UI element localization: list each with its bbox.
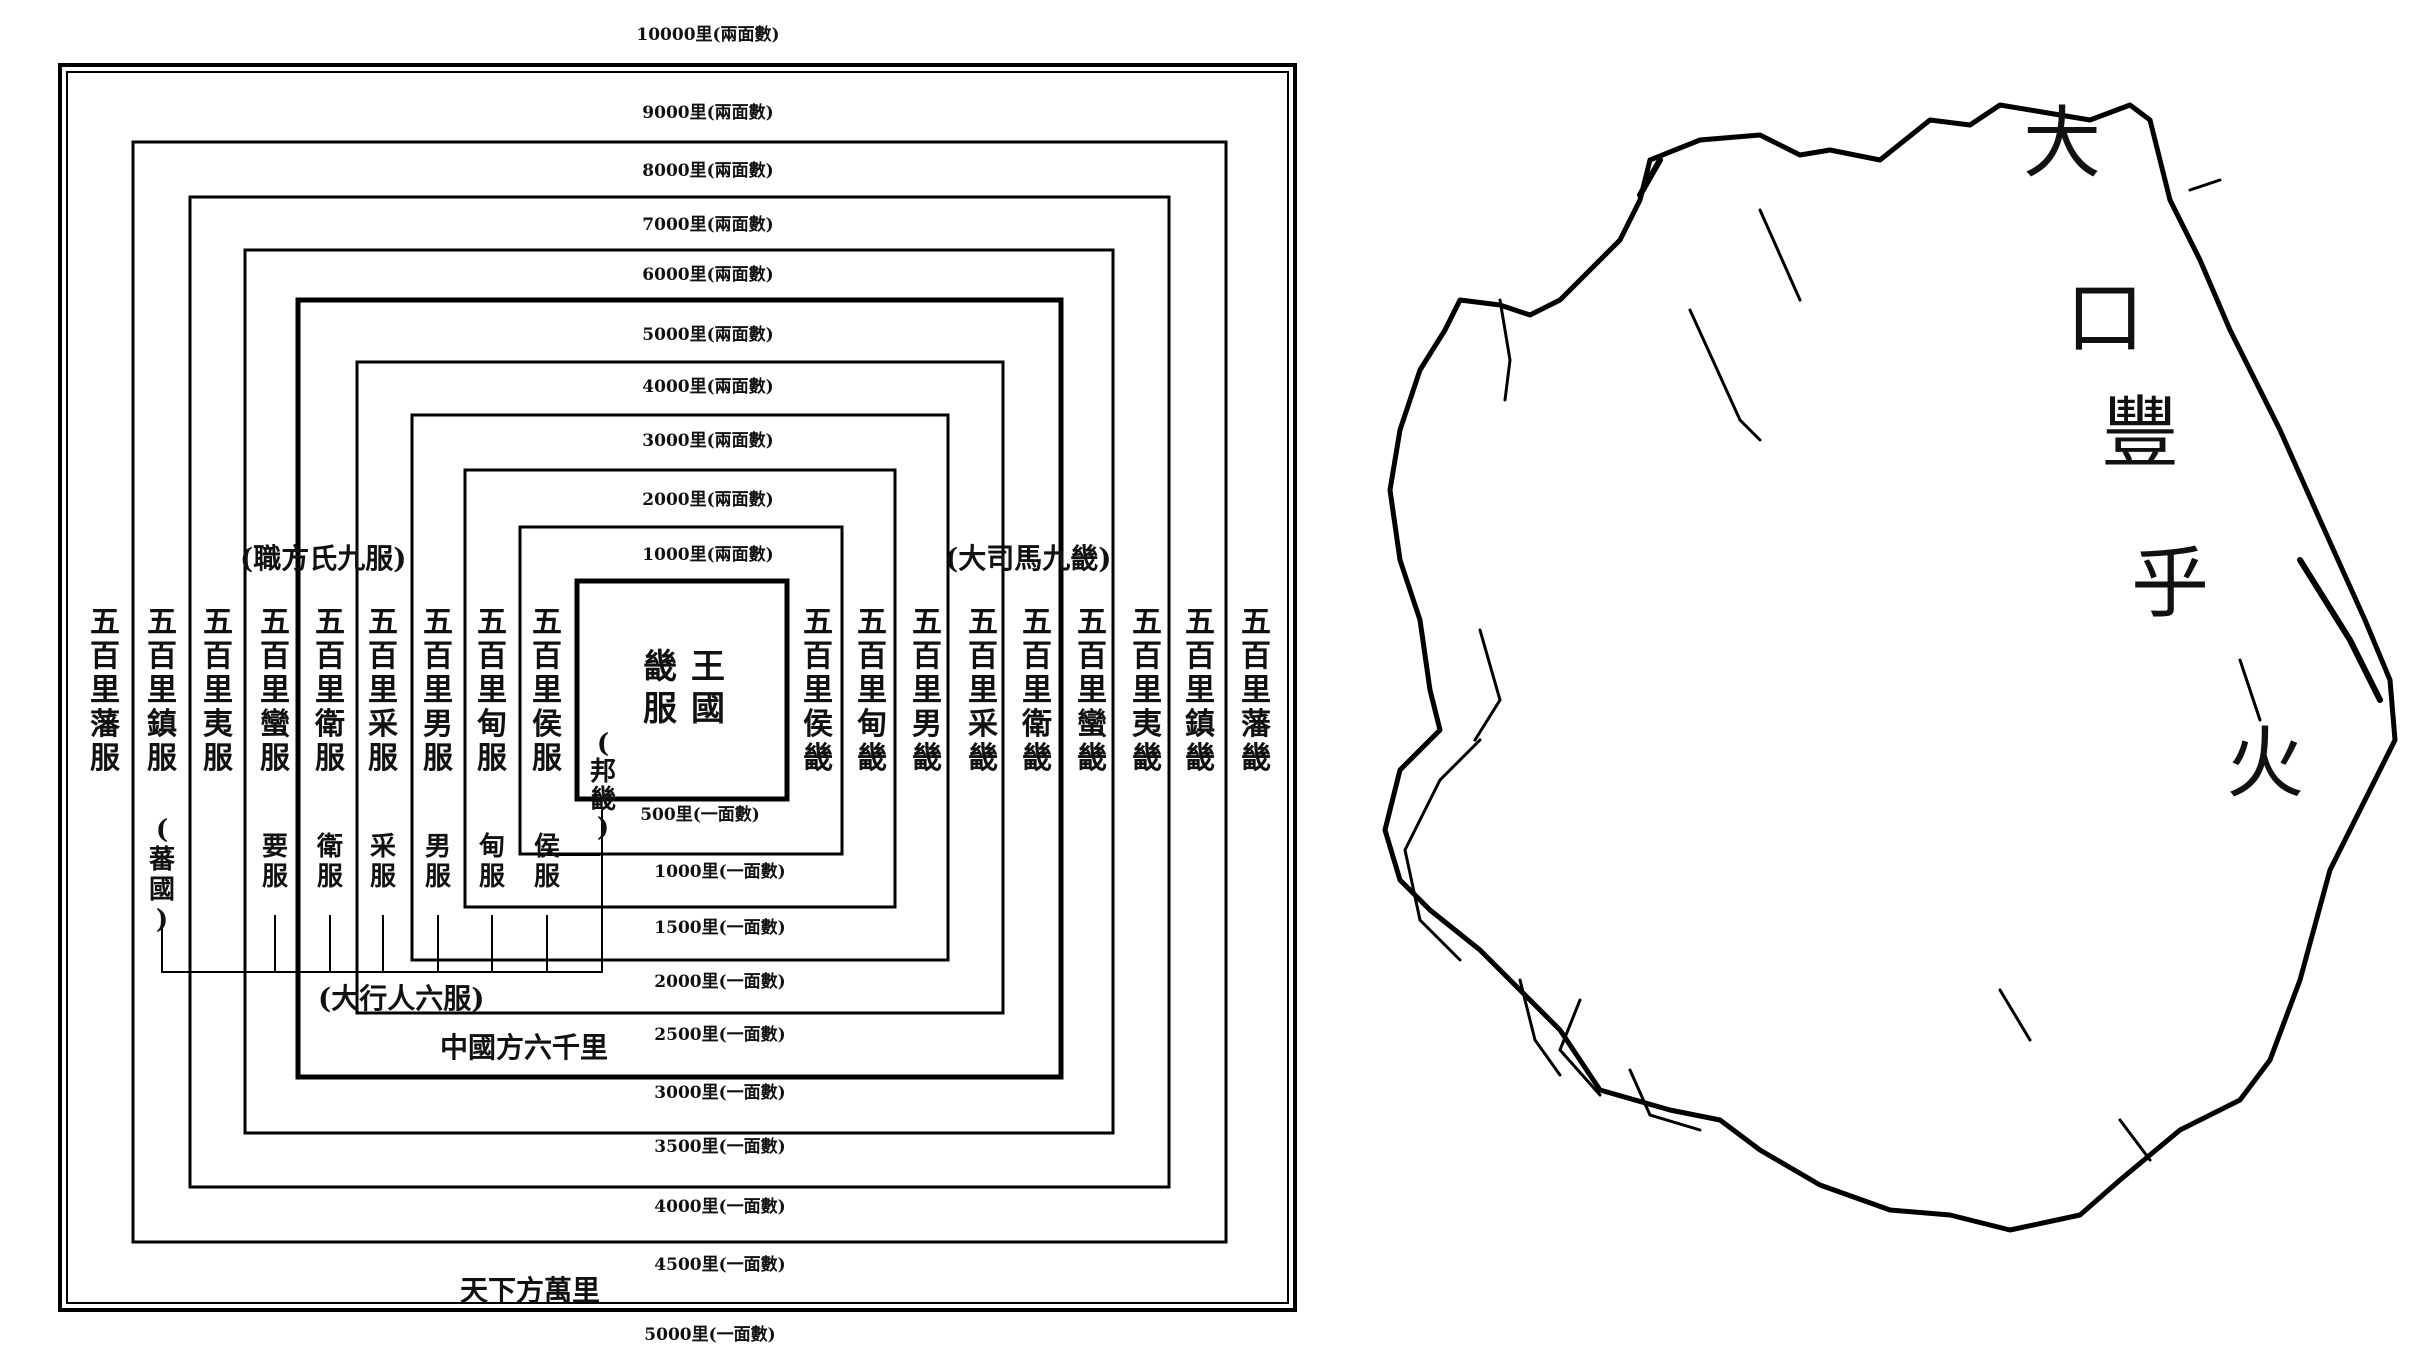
- bottom-distance-label: 4000里(一面數): [654, 1196, 785, 1217]
- six-service-label: (蕃國): [149, 815, 176, 935]
- top-distance-label: 7000里(兩面數): [642, 214, 773, 235]
- left-zone-column: 五百里鎮服: [147, 605, 178, 776]
- zone-square-4000: [410, 413, 950, 962]
- left-zone-columns: 五百里藩服五百里鎮服五百里夷服五百里蠻服五百里衛服五百里采服五百里男服五百里甸服…: [90, 605, 563, 776]
- zone-square-7000: [243, 248, 1115, 1135]
- caption-daxingren: (大行人六服): [318, 982, 485, 1015]
- left-zone-column: 五百里蠻服: [260, 605, 291, 776]
- top-distance-label: 9000里(兩面數): [642, 102, 773, 123]
- inscription-char: 豐: [2101, 389, 2179, 479]
- right-zone-column: 五百里鎮畿: [1185, 605, 1215, 776]
- left-zone-column: 五百里藩服: [90, 605, 121, 776]
- right-zone-column: 五百里男畿: [912, 605, 942, 776]
- six-service-label: 衛服: [316, 832, 344, 892]
- right-zone-column: 五百里采畿: [968, 605, 998, 776]
- core-label-wangguo: 王國: [691, 647, 725, 729]
- bottom-distance-label: 2000里(一面數): [654, 971, 785, 992]
- bangji-text: (邦畿): [590, 729, 616, 843]
- fragment-cracks: [1403, 157, 2383, 1162]
- six-service-label: 男服: [425, 832, 452, 892]
- top-distance-labels: 10000里(兩面數) 9000里(兩面數) 8000里(兩面數) 7000里(兩面數…: [636, 24, 779, 565]
- bottom-distance-label: 3500里(一面數): [654, 1136, 785, 1157]
- top-distance-label: 10000里(兩面數): [636, 24, 779, 45]
- inscription-char: 火: [2226, 719, 2304, 809]
- top-distance-label: 1000里(兩面數): [642, 544, 773, 565]
- zone-square-9000: [131, 140, 1228, 1244]
- outer-frame-inner: [66, 71, 1289, 1304]
- left-zone-column: 五百里甸服: [477, 605, 508, 776]
- bottom-distance-label: 4500里(一面數): [654, 1254, 785, 1275]
- top-distance-label: 2000里(兩面數): [642, 489, 773, 510]
- right-zone-column: 五百里藩畿: [1241, 605, 1272, 776]
- six-service-label: 甸服: [479, 831, 506, 892]
- zone-square-6000: [295, 297, 1064, 1080]
- core-label-jifu: 畿服: [643, 647, 677, 729]
- right-zone-column: 五百里侯畿: [803, 605, 833, 776]
- inscription-char: 乎: [2131, 539, 2209, 629]
- bottom-distance-labels: 500里(一面數) 1000里(一面數) 1500里(一面數) 2000里(一面數) 2…: [640, 804, 785, 1345]
- left-zone-column: 五百里夷服: [203, 605, 234, 776]
- six-service-connectors: [161, 810, 603, 973]
- zone-squares: [131, 140, 1228, 1244]
- center-core: 王國 畿服: [643, 647, 725, 729]
- left-zone-column: 五百里侯服: [532, 605, 563, 776]
- top-distance-label: 4000里(兩面數): [642, 376, 773, 397]
- bottom-distance-label: 3000里(一面數): [654, 1082, 785, 1103]
- top-distance-label: 5000里(兩面數): [642, 324, 773, 345]
- zone-square-3000: [463, 468, 897, 909]
- right-zone-column: 五百里蠻畿: [1077, 605, 1107, 776]
- captions: (職方氏九服) (大司馬九畿) (大行人六服) 中國方六千里 天下方萬里: [240, 542, 1112, 1307]
- six-service-label: 要服: [262, 832, 289, 892]
- left-zone-column: 五百里衛服: [314, 605, 346, 776]
- right-zone-column: 五百里甸畿: [857, 605, 887, 776]
- nine-zone-diagram: 10000里(兩面數) 9000里(兩面數) 8000里(兩面數) 7000里(兩面數…: [58, 24, 1297, 1345]
- left-zone-column: 五百里采服: [368, 605, 399, 776]
- bottom-distance-label: 500里(一面數): [640, 804, 760, 825]
- right-zone-columns: 五百里侯畿五百里甸畿五百里男畿五百里采畿五百里衛畿五百里蠻畿五百里夷畿五百里鎮畿…: [803, 605, 1272, 776]
- inscription-char: 大: [2023, 99, 2101, 189]
- caption-dasima: (大司馬九畿): [945, 542, 1112, 575]
- caption-zhifang: (職方氏九服): [240, 542, 407, 575]
- inscription-char: 口: [2066, 274, 2144, 364]
- zone-square-5000: [355, 360, 1005, 1015]
- outer-frame: [58, 63, 1297, 1312]
- left-zone-column: 五百里男服: [423, 605, 454, 776]
- bottom-distance-label: 2500里(一面數): [654, 1024, 785, 1045]
- top-distance-label: 6000里(兩面數): [642, 264, 773, 285]
- top-distance-label: 8000里(兩面數): [642, 160, 773, 181]
- six-service-label: 采服: [370, 832, 397, 892]
- fragment-outline: [1382, 102, 2398, 1233]
- right-zone-column: 五百里夷畿: [1132, 605, 1162, 776]
- zone-square-1000: [574, 578, 790, 802]
- bottom-distance-label: 5000里(一面數): [644, 1324, 775, 1345]
- caption-tianxia: 天下方萬里: [460, 1274, 600, 1307]
- six-service-label: 侯服: [534, 832, 561, 892]
- bottom-distance-label: 1500里(一面數): [654, 917, 785, 938]
- right-zone-column: 五百里衛畿: [1021, 605, 1052, 776]
- top-distance-label: 3000里(兩面數): [642, 430, 773, 451]
- caption-zhongguo: 中國方六千里: [440, 1031, 608, 1064]
- zone-square-8000: [188, 195, 1171, 1189]
- bottom-distance-label: 1000里(一面數): [654, 861, 785, 882]
- bangji-label: (邦畿): [590, 729, 616, 843]
- zone-square-2000: [518, 525, 844, 856]
